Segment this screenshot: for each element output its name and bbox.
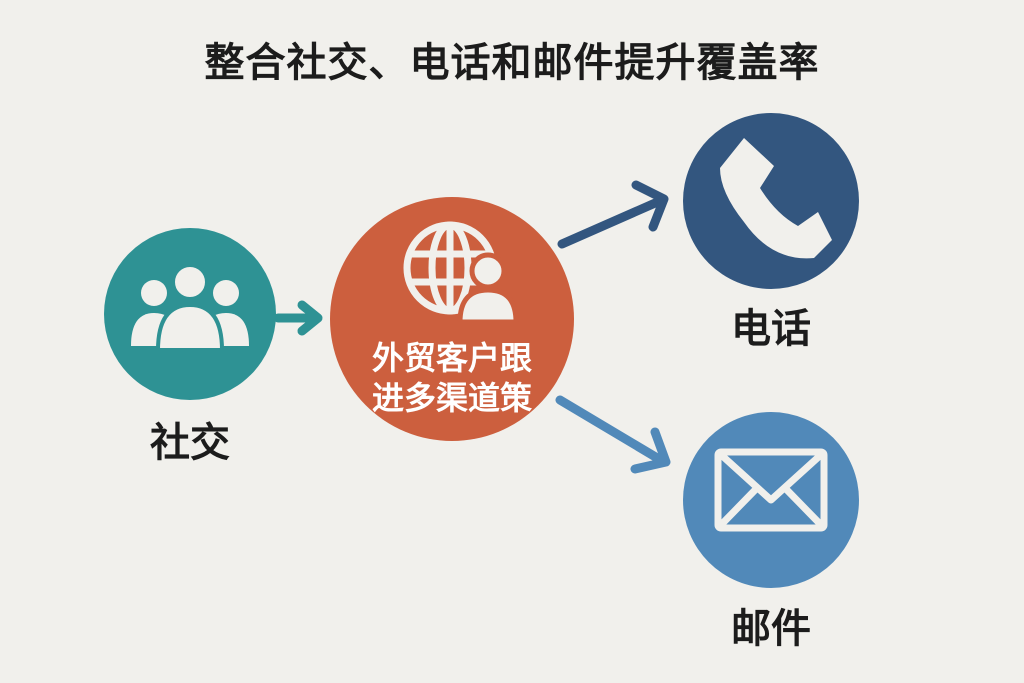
globe-user-icon: [403, 221, 519, 325]
email-label: 邮件: [731, 606, 811, 652]
envelope-icon: [714, 448, 828, 532]
diagram-title: 整合社交、电话和邮件提升覆盖率: [204, 40, 820, 86]
arrow-social-to-hub: [273, 300, 323, 336]
users-group-icon: [131, 263, 249, 352]
hub-label-line-2: 进多渠道策: [371, 379, 532, 417]
phone-label: 电话: [731, 306, 811, 352]
social-label: 社交: [150, 420, 230, 466]
hub-label: 外贸客户跟 进多渠道策: [330, 338, 574, 418]
arrow-hub-to-phone: [557, 180, 669, 249]
hub-label-line-1: 外贸客户跟: [371, 339, 532, 377]
arrow-hub-to-email: [555, 395, 671, 474]
phone-node: [683, 113, 859, 289]
phone-handset-icon: [720, 138, 832, 259]
